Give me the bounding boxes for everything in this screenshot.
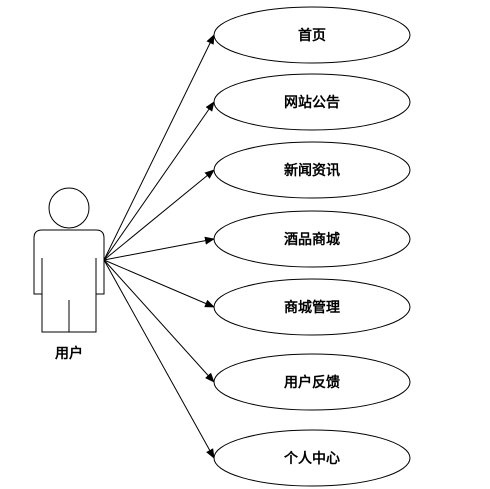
use-case-user-feedback: 用户反馈 bbox=[213, 353, 411, 411]
use-case-ellipse bbox=[213, 73, 411, 131]
use-case-home: 首页 bbox=[213, 6, 411, 64]
use-case-ellipse bbox=[213, 429, 411, 487]
use-case-ellipse bbox=[213, 353, 411, 411]
use-case-wine-mall: 酒品商城 bbox=[213, 210, 411, 268]
use-case-label: 酒品商城 bbox=[284, 231, 340, 248]
use-case-mall-management: 商城管理 bbox=[213, 278, 411, 336]
use-case-label: 用户反馈 bbox=[284, 374, 340, 391]
association-news bbox=[103, 169, 215, 261]
use-case-ellipse bbox=[213, 6, 411, 64]
actor-head bbox=[48, 187, 90, 229]
association-home bbox=[103, 34, 215, 261]
associations bbox=[103, 34, 215, 459]
actor-user: 用户 bbox=[33, 187, 105, 362]
association-personal-center bbox=[103, 259, 215, 459]
association-user-feedback bbox=[103, 259, 215, 383]
use-case-personal-center: 个人中心 bbox=[213, 429, 411, 487]
use-case-label: 新闻资讯 bbox=[284, 162, 340, 179]
use-case-label: 首页 bbox=[298, 27, 326, 44]
actor-body bbox=[33, 229, 105, 333]
use-case-label: 商城管理 bbox=[284, 299, 340, 316]
use-case-ellipse bbox=[213, 278, 411, 336]
use-case-site-notice: 网站公告 bbox=[213, 73, 411, 131]
use-case-label: 个人中心 bbox=[283, 450, 340, 467]
association-site-notice bbox=[103, 101, 215, 261]
actor-label: 用户 bbox=[55, 345, 83, 362]
use-case-news: 新闻资讯 bbox=[213, 141, 411, 199]
use-case-ellipse bbox=[213, 210, 411, 268]
association-wine-mall bbox=[103, 236, 215, 261]
use-case-ellipse bbox=[213, 141, 411, 199]
association-mall-management bbox=[103, 259, 215, 308]
use-case-label: 网站公告 bbox=[284, 94, 340, 111]
